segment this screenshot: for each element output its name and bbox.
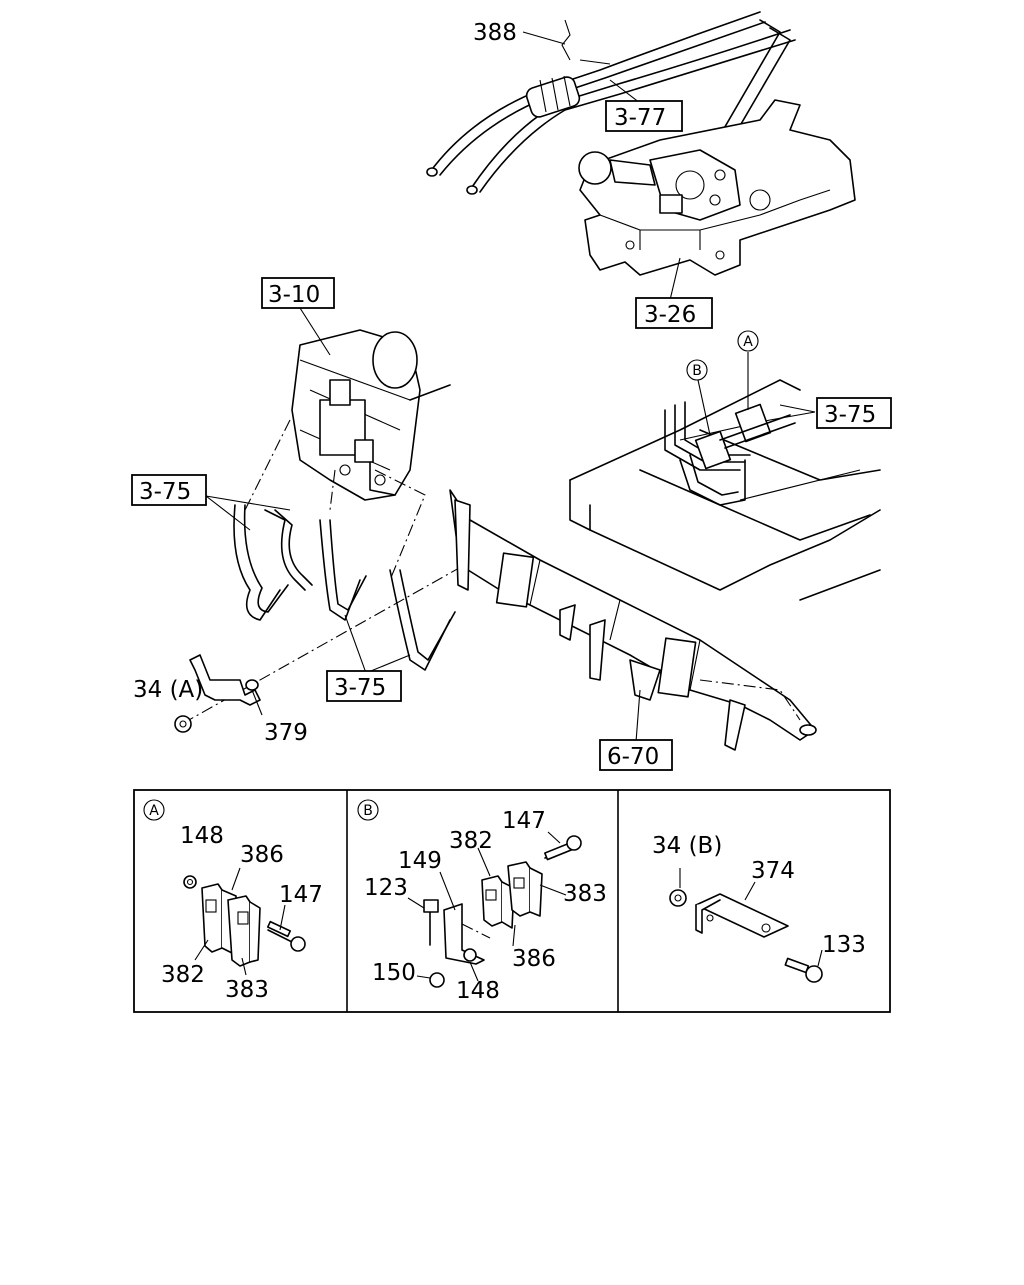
hose-assembly: [426, 11, 796, 195]
callout-box-3-77: [605, 100, 683, 132]
detail-a-382: 382: [161, 962, 205, 988]
marker-b-circle: [686, 359, 708, 381]
hose-sleeve: [525, 75, 581, 118]
detail-a-386: 386: [240, 842, 284, 868]
cab-floor: [569, 379, 881, 601]
bracket-379: [174, 544, 505, 733]
detail-b-386: 386: [512, 946, 556, 972]
marker-a: A: [743, 334, 753, 350]
detail-b-123: 123: [364, 875, 408, 901]
detail-c-34b: 34 (B): [652, 833, 722, 859]
callout-box-3-10: [261, 277, 335, 309]
detail-a-148: 148: [180, 823, 224, 849]
hose-3-75-left: [233, 419, 456, 671]
marker-b: B: [692, 363, 702, 379]
callout-3-75-bottom: 3-75: [334, 675, 386, 701]
detail-b-148: 148: [456, 978, 500, 1004]
marker-a-circle: [737, 330, 759, 352]
detail-b-147: 147: [502, 808, 546, 834]
detail-c-panel: 34 (B) 374 133: [652, 833, 866, 983]
clip-group: [664, 401, 796, 506]
detail-c-374: 374: [751, 858, 795, 884]
detail-a-clip-parts: [183, 875, 306, 967]
detail-b-marker: B: [363, 803, 373, 819]
detail-b-383: 383: [563, 881, 607, 907]
callout-box-3-75-right: [816, 397, 892, 429]
callout-6-70: 6-70: [607, 744, 659, 770]
callout-box-3-26: [635, 297, 713, 329]
leader-lines: [205, 19, 816, 743]
detail-a-marker: A: [149, 803, 159, 819]
detail-b-150: 150: [372, 960, 416, 986]
detail-b-panel: B 147 382 149 383 123 386 150 148: [357, 799, 607, 1004]
detail-b-clip-parts: [423, 835, 582, 988]
valve-bracket-3-26: [578, 99, 856, 276]
detail-a-panel: A 148 386 147 382 383: [143, 799, 323, 1003]
callout-box-6-70: [599, 739, 673, 771]
detail-b-marker-circle: [357, 799, 379, 821]
detail-b-382: 382: [449, 828, 493, 854]
callout-379: 379: [264, 720, 308, 746]
callout-box-3-75-bottom: [326, 670, 402, 702]
callout-3-77: 3-77: [614, 105, 666, 131]
callout-388: 388: [473, 20, 517, 46]
callout-3-75-right: 3-75: [824, 402, 876, 428]
detail-a-383: 383: [225, 977, 269, 1003]
callout-3-26: 3-26: [644, 302, 696, 328]
detail-c-parts: [669, 889, 823, 983]
detail-c-133: 133: [822, 932, 866, 958]
pedal-assembly-3-10: [291, 329, 451, 501]
callout-34a: 34 (A): [133, 677, 203, 703]
valve-body: [578, 149, 741, 221]
detail-a-marker-circle: [143, 799, 165, 821]
callout-3-10: 3-10: [268, 282, 320, 308]
callout-3-75-left: 3-75: [139, 479, 191, 505]
frame-rail-6-70: [449, 489, 817, 751]
detail-b-149: 149: [398, 848, 442, 874]
detail-a-147: 147: [279, 882, 323, 908]
callout-box-3-75-left: [131, 474, 207, 506]
